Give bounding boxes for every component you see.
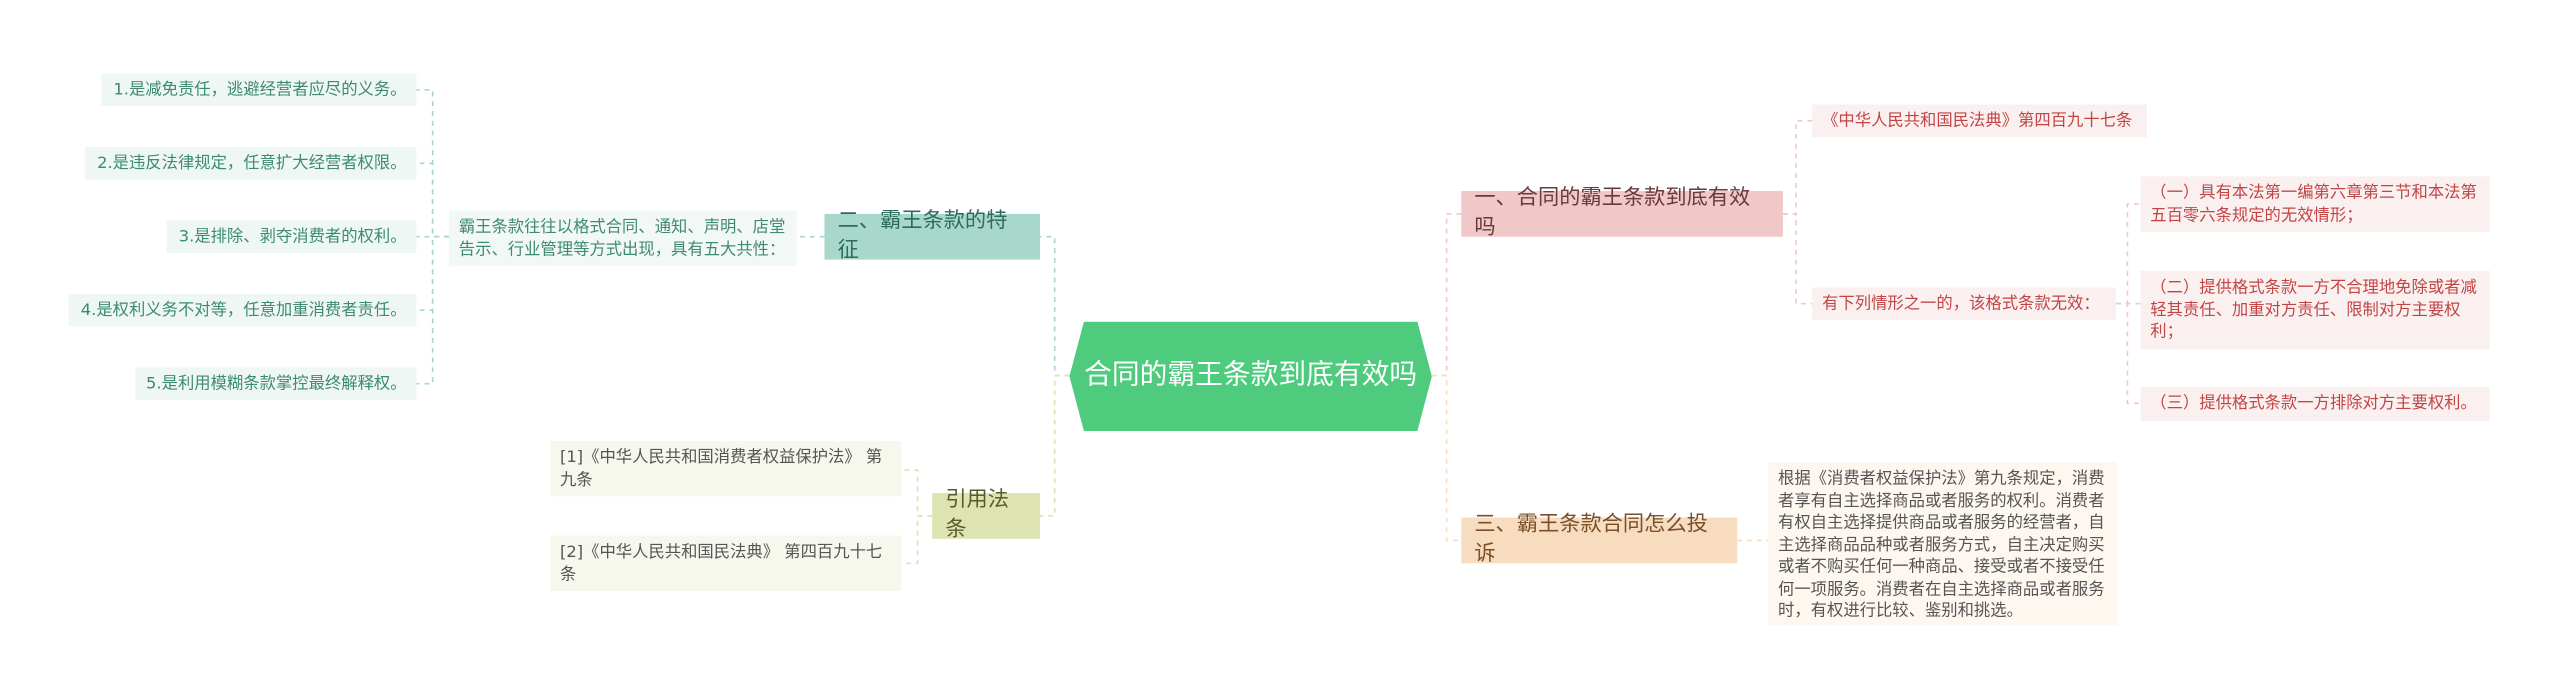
law-item-2-text: [2]《中华人民共和国民法典》 第四百九十七条 bbox=[560, 543, 883, 584]
feature-item-1[interactable]: 1.是减免责任，逃避经营者应尽的义务。 bbox=[101, 73, 417, 107]
complaint-text-body: 根据《消费者权益保护法》第九条规定，消费者享有自主选择商品或者服务的权利。消费者… bbox=[1778, 470, 2105, 621]
branch-validity[interactable]: 一、合同的霸王条款到底有效吗 bbox=[1461, 187, 1783, 240]
feature-item-1-text: 1.是减免责任，逃避经营者应尽的义务。 bbox=[113, 81, 407, 100]
validity-item-2[interactable]: （二）提供格式条款一方不合理地免除或者减轻其责任、加重对方责任、限制对方主要权利… bbox=[2140, 271, 2490, 350]
validity-item-3[interactable]: （三）提供格式条款一方排除对方主要权利。 bbox=[2140, 386, 2490, 422]
feature-item-5-text: 5.是利用模糊条款掌控最终解释权。 bbox=[146, 375, 407, 394]
validity-source[interactable]: 《中华人民共和国民法典》第四百九十七条 bbox=[1812, 104, 2148, 138]
branch-features-label: 二、霸王条款的特征 bbox=[837, 209, 1008, 263]
branch-laws-label: 引用法条 bbox=[945, 488, 1010, 543]
complaint-text[interactable]: 根据《消费者权益保护法》第九条规定，消费者享有自主选择商品或者服务的权利。消费者… bbox=[1768, 462, 2118, 626]
law-item-1[interactable]: [1]《中华人民共和国消费者权益保护法》 第九条 bbox=[550, 440, 902, 497]
root-title: 合同的霸王条款到底有效吗 bbox=[1084, 359, 1418, 393]
branch-features[interactable]: 二、霸王条款的特征 bbox=[824, 210, 1041, 263]
validity-condition-text: 有下列情形之一的，该格式条款无效： bbox=[1822, 295, 2100, 314]
law-item-2[interactable]: [2]《中华人民共和国民法典》 第四百九十七条 bbox=[550, 535, 902, 592]
features-intro[interactable]: 霸王条款往往以格式合同、通知、声明、店堂告示、行业管理等方式出现，具有五大共性： bbox=[448, 210, 797, 267]
validity-item-2-text: （二）提供格式条款一方不合理地免除或者减轻其责任、加重对方责任、限制对方主要权利… bbox=[2150, 279, 2477, 342]
validity-condition[interactable]: 有下列情形之一的，该格式条款无效： bbox=[1812, 287, 2116, 321]
feature-item-5[interactable]: 5.是利用模糊条款掌控最终解释权。 bbox=[135, 367, 417, 401]
validity-item-3-text: （三）提供格式条款一方排除对方主要权利。 bbox=[2150, 395, 2477, 414]
validity-source-text: 《中华人民共和国民法典》第四百九十七条 bbox=[1822, 112, 2133, 131]
feature-item-2[interactable]: 2.是违反法律规定，任意扩大经营者权限。 bbox=[84, 146, 417, 180]
feature-item-3-text: 3.是排除、剥夺消费者的权利。 bbox=[178, 228, 407, 247]
feature-item-3[interactable]: 3.是排除、剥夺消费者的权利。 bbox=[166, 220, 417, 254]
law-item-1-text: [1]《中华人民共和国消费者权益保护法》 第九条 bbox=[560, 448, 883, 489]
validity-item-1-text: （一）具有本法第一编第六章第三节和本法第五百零六条规定的无效情形； bbox=[2150, 184, 2477, 225]
feature-item-4[interactable]: 4.是权利义务不对等，任意加重消费者责任。 bbox=[68, 293, 417, 327]
features-intro-text: 霸王条款往往以格式合同、通知、声明、店堂告示、行业管理等方式出现，具有五大共性： bbox=[458, 218, 786, 259]
feature-item-2-text: 2.是违反法律规定，任意扩大经营者权限。 bbox=[97, 155, 407, 174]
branch-complaint-label: 三、霸王条款合同怎么投诉 bbox=[1474, 513, 1708, 567]
validity-item-1[interactable]: （一）具有本法第一编第六章第三节和本法第五百零六条规定的无效情形； bbox=[2140, 176, 2490, 232]
feature-item-4-text: 4.是权利义务不对等，任意加重消费者责任。 bbox=[80, 302, 407, 321]
branch-laws[interactable]: 引用法条 bbox=[932, 489, 1041, 542]
root-topic[interactable]: 合同的霸王条款到底有效吗 bbox=[1069, 321, 1432, 432]
branch-validity-label: 一、合同的霸王条款到底有效吗 bbox=[1474, 186, 1751, 241]
branch-complaint[interactable]: 三、霸王条款合同怎么投诉 bbox=[1461, 513, 1738, 567]
